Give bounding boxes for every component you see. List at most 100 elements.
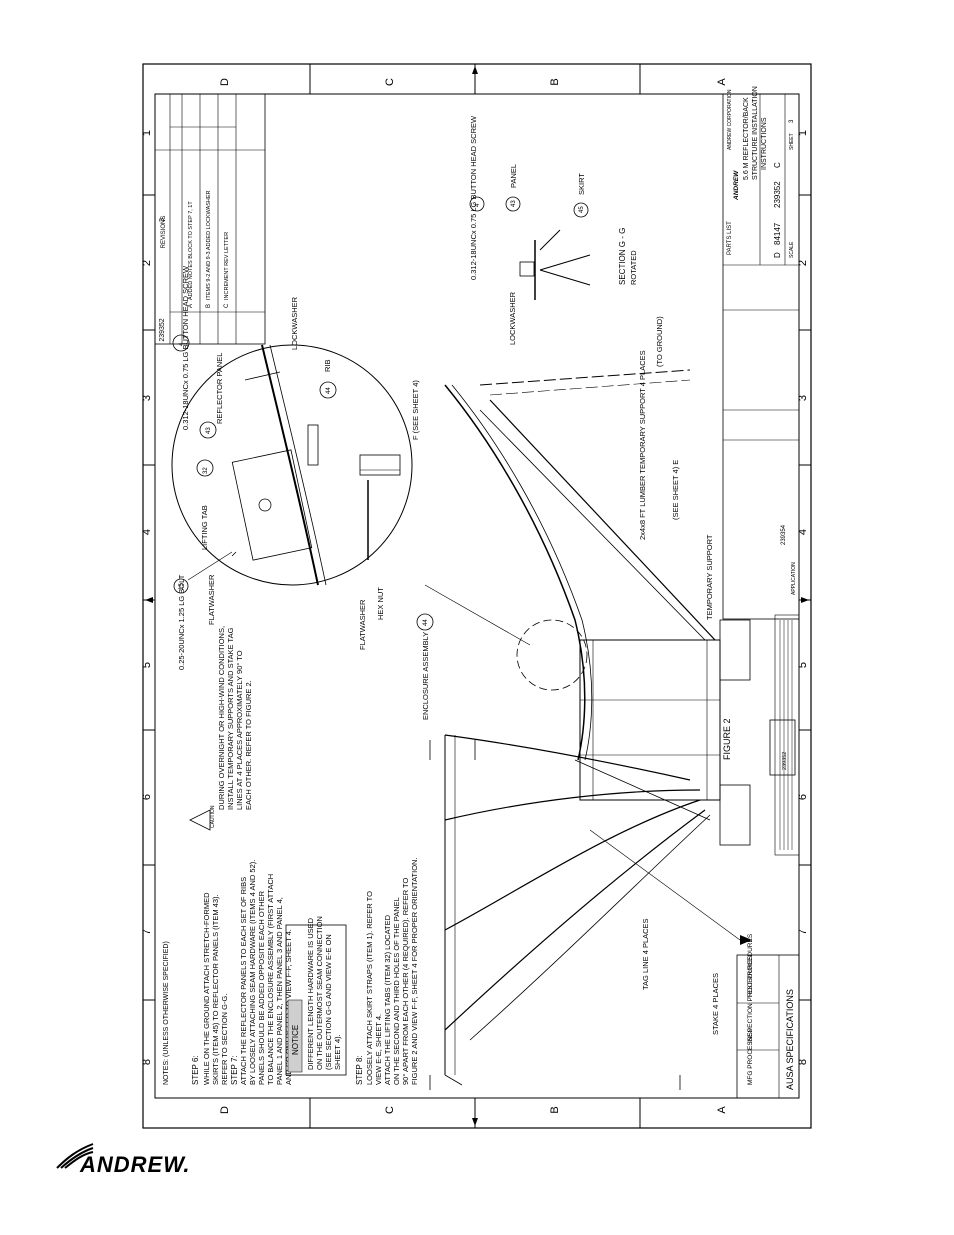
zone-numbers-right: 1 2 3 4 5 6 7 8 [797,130,809,1065]
section-lockwasher: LOCKWASHER [508,291,517,345]
svg-text:DURING OVERNIGHT OR HIGH-WIND: DURING OVERNIGHT OR HIGH-WIND CONDITIONS… [217,626,226,810]
tag-line-callout: TAG LINE 4 PLACES [641,918,650,990]
zone-c-top: C [384,78,396,86]
svg-text:90° APART FROM EACH OTHER (4 R: 90° APART FROM EACH OTHER (4 REQUIRED). … [401,877,410,1085]
title-block: ANDREW ANDREW CORPORATION 5.6 M REFLECTO… [722,86,800,776]
zone-6-left: 6 [141,794,153,800]
ausa-spec-block: MFG PROCESSES INSPECTION PROCEDURES TEST… [736,933,800,1099]
reflector-callout: REFLECTOR PANEL [215,353,224,424]
svg-text:REFER TO SECTION G-G.: REFER TO SECTION G-G. [220,994,229,1085]
svg-text:TO BALANCE THE ENCLOSURE ASSEM: TO BALANCE THE ENCLOSURE ASSEMBLY (FIRST… [266,874,275,1085]
section-panel: PANEL [509,164,518,188]
section-screw: 0.312-18UNCx 0.75 LG BUTTON HEAD SCREW [469,115,478,280]
svg-text:5: 5 [797,662,809,668]
spec-col-mfg: MFG PROCESSES [747,1028,754,1085]
tb-sheet-label: SHEET [789,133,795,150]
svg-text:2: 2 [797,260,809,266]
reflector-item: 43 [206,427,212,434]
lifting-tab-callout: LIFTING TAB [200,505,209,550]
svg-text:INSTALL TEMPORARY SUPPORTS AND: INSTALL TEMPORARY SUPPORTS AND STAKE TAG [226,627,235,810]
tb-title-3: INSTRUCTIONS [761,117,768,170]
rev-dwg-no: 239352 [159,318,166,341]
svg-text:DIFFERENT LENGTH HARDWARE IS U: DIFFERENT LENGTH HARDWARE IS USED [306,917,315,1070]
zone-7-left: 7 [141,929,153,935]
see-sheet-f: F (SEE SHEET 4) [411,380,420,440]
rev-row-a: ADDED NOTES BLOCK TO STEP 7, 1T [188,201,194,300]
section-sub: ROTATED [629,250,638,285]
caution-icon [189,809,211,831]
see-sheet-e: (SEE SHEET 4) E [671,460,680,520]
svg-text:D: D [219,1106,231,1114]
svg-text:PANELS SHOULD BE ADDED OPPOSIT: PANELS SHOULD BE ADDED OPPOSITE EACH OTH… [257,890,266,1085]
svg-text:ATTACH THE LIFTING TABS (ITEM: ATTACH THE LIFTING TABS (ITEM 32) LOCATE… [383,914,392,1085]
hexnut-callout: HEX NUT [376,587,385,620]
svg-text:A: A [716,1106,728,1114]
zone-1-left: 1 [141,130,153,136]
svg-text:BY LOOSELY ATTACHING SEAM HARD: BY LOOSELY ATTACHING SEAM HARDWARE (ITEM… [248,860,257,1085]
detail-callouts: 15 0.25-20UNCx 1.25 LG BOLT FLATWASHER F… [172,265,434,720]
notes-block: NOTES: (UNLESS OTHERWISE SPECIFIED) STEP… [163,626,419,1085]
tb-company: ANDREW [733,170,740,201]
svg-text:A: A [188,304,194,308]
zone-3-left: 3 [141,395,153,401]
tb-dwg-no: 239352 [773,181,782,208]
screw-callout: 0.312-18UNCx 0.75 LG BUTTON HEAD SCREW [181,265,190,430]
svg-text:FIGURE 2 AND VIEW F-F, SHEET 4: FIGURE 2 AND VIEW F-F, SHEET 4 FOR PROPE… [410,857,419,1085]
flatwasher-callout-1: FLATWASHER [207,574,216,625]
svg-text:PANEL 1 AND PANEL 2, THEN PANE: PANEL 1 AND PANEL 2, THEN PANEL 3 AND PA… [275,897,284,1085]
svg-text:ON THE OUTERMOST SEAM CONNECTI: ON THE OUTERMOST SEAM CONNECTION [315,916,324,1070]
revisions-header: REVISIONS [161,216,167,249]
rib-item: 44 [326,387,332,394]
tb-fscm: 84147 [773,222,782,245]
detail-view [171,344,413,586]
tb-sheet-value: 3 [789,119,795,123]
svg-text:4: 4 [797,529,809,535]
figure-callouts: F (SEE SHEET 4) (TO GROUND) 2x4x8 FT LUM… [411,316,732,1035]
svg-text:3: 3 [797,395,809,401]
svg-text:1: 1 [797,130,809,136]
svg-text:LINES AT 4 PLACES APPROXIMATEL: LINES AT 4 PLACES APPROXIMATELY 90° TO [235,650,244,810]
svg-text:SHEET 4).: SHEET 4). [333,1034,342,1070]
caution-label: CAUTION [210,805,216,828]
zone-b-top: B [549,78,561,85]
lumber-callout: 2x4x8 FT LUMBER TEMPORARY SUPPORT 4 PLAC… [638,350,647,540]
outer-border [142,63,812,1129]
section-markers [145,66,809,1126]
zone-4-left: 4 [141,529,153,535]
svg-text:ATTACH THE REFLECTOR PANELS TO: ATTACH THE REFLECTOR PANELS TO EACH SET … [239,877,248,1085]
tb-parts-list: PARTS LIST [727,221,733,255]
section-skirt-item: 45 [579,206,585,213]
tb-application: APPLICATION [791,562,797,595]
svg-text:WHILE ON THE GROUND ATTACH STR: WHILE ON THE GROUND ATTACH STRETCH-FORME… [202,892,211,1085]
zone-a-top: A [716,78,728,86]
zone-8-left: 8 [141,1059,153,1065]
svg-text:ON THE SECOND AND THIRD HOLES: ON THE SECOND AND THIRD HOLES OF THE PAN… [392,897,401,1085]
notes-title: NOTES: (UNLESS OTHERWISE SPECIFIED) [163,941,170,1085]
svg-text:B: B [206,304,212,308]
bolt-callout: 0.25-20UNCx 1.25 LG BOLT [177,574,186,670]
figure-label: FIGURE 2 [722,718,732,760]
rev-row-c: INCREMENT REV LETTER [224,232,230,300]
notice-label: NOTICE [291,1025,300,1055]
section-g-g: 4 0.312-18UNCx 0.75 LG BUTTON HEAD SCREW… [469,115,638,345]
section-skirt: SKIRT [577,173,586,195]
lifting-tab-item: 32 [203,467,209,474]
svg-text:VIEW E-E, SHEET 4.: VIEW E-E, SHEET 4. [374,1014,383,1085]
enclosure-callout: ENCLOSURE ASSEMBLY [421,632,430,720]
fine-print-block [774,614,800,856]
andrew-logo-icon [56,1143,94,1169]
rev-sheet-no: 3 [159,218,166,222]
stake-callout: STAKE 4 PLACES [711,973,720,1035]
spec-col-inspection: INSPECTION PROCEDURES [747,955,754,1043]
revisions-block: REVISIONS 239352 3 ADDED NOTES BLOCK TO … [154,93,266,345]
enclosure-item: 44 [423,619,429,626]
svg-text:8: 8 [797,1059,809,1065]
figure-2-structure [424,369,752,1086]
step6-head: STEP 6: [191,1055,200,1085]
svg-text:EACH OTHER. REFER TO FIGURE 2.: EACH OTHER. REFER TO FIGURE 2. [244,680,253,810]
tb-small-dwg: 239352 [782,752,788,770]
svg-text:(SEE SECTION G-G AND VIEW E-E: (SEE SECTION G-G AND VIEW E-E ON [324,934,333,1070]
to-ground: (TO GROUND) [655,316,664,367]
svg-text:7: 7 [797,929,809,935]
